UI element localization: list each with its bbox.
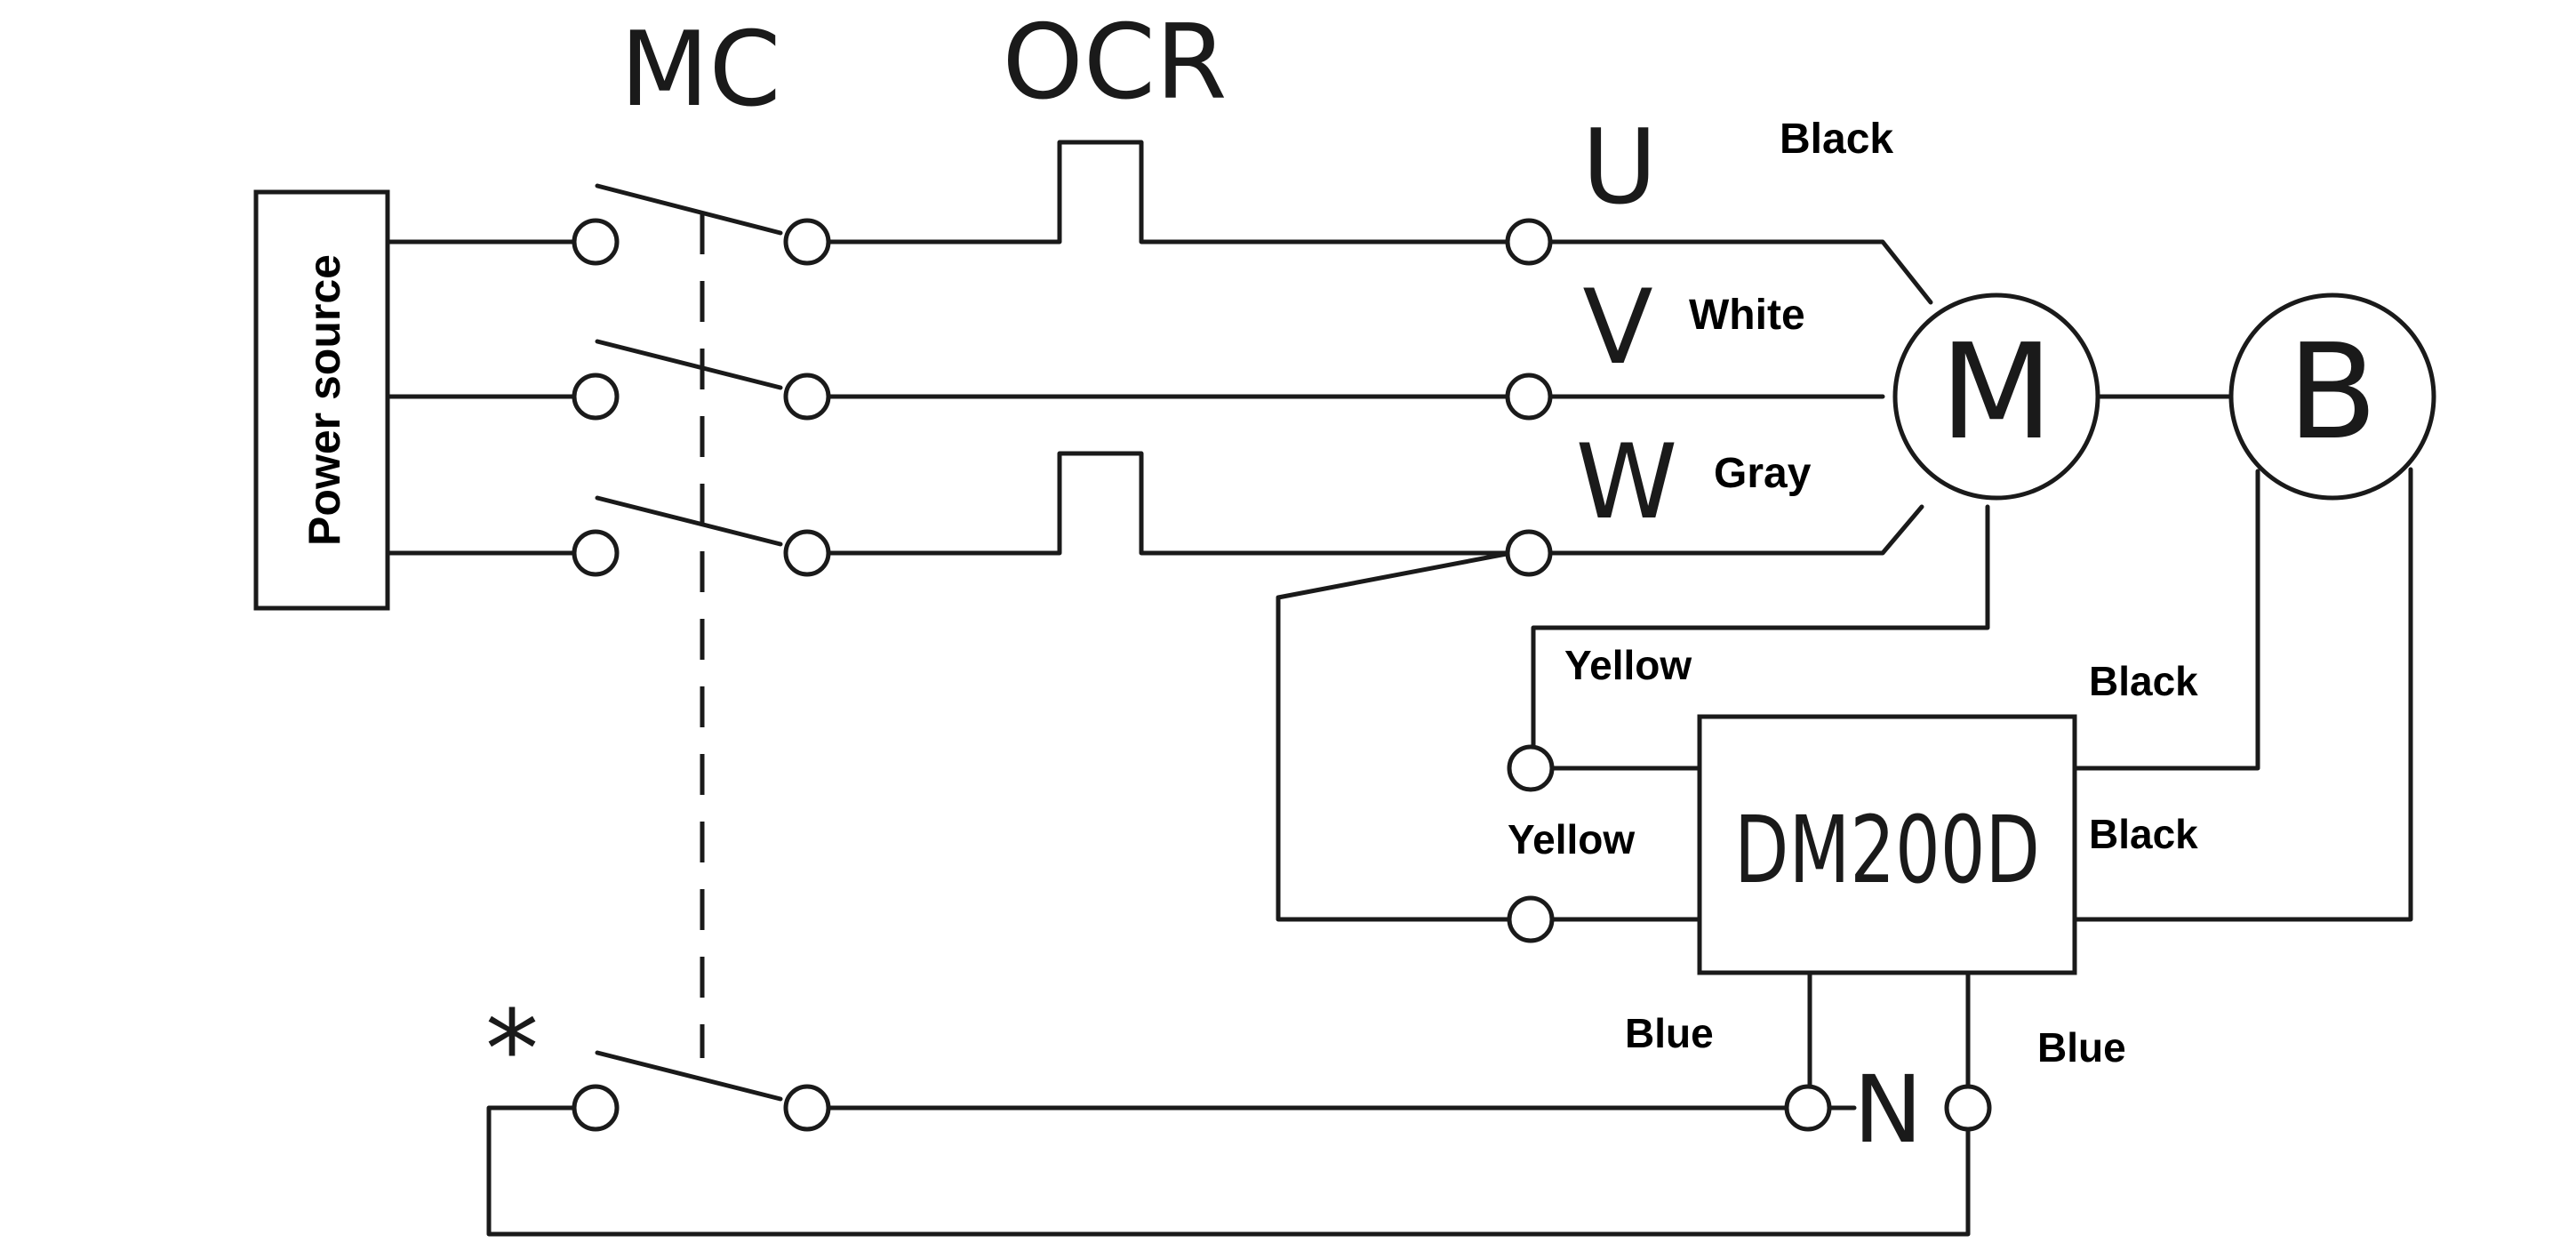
wire-black-top-out — [2072, 469, 2260, 771]
blue-right-label: Blue — [2037, 1024, 2126, 1071]
color-w-label: Gray — [1714, 450, 1812, 497]
motor-symbol — [1892, 293, 2100, 501]
terminal-v — [1505, 373, 1553, 421]
power-source-box — [253, 189, 390, 611]
yellow-bottom-label: Yellow — [1508, 816, 1635, 862]
terminal-dm-yellow-top — [1507, 744, 1555, 792]
phase-v-label: V — [1582, 268, 1652, 388]
phase-line-w — [385, 451, 1924, 556]
black-top-label: Black — [2089, 658, 2198, 704]
power-source-label: Power source — [300, 254, 349, 546]
control-line-return — [486, 1105, 1971, 1237]
mc-label: MC — [620, 10, 780, 130]
terminal-mc-in-2 — [572, 373, 620, 421]
terminal-mc-out-3 — [783, 529, 831, 577]
black-bottom-label: Black — [2089, 811, 2198, 857]
motor-label: M — [1940, 316, 2053, 469]
wire-black-bottom-out — [2072, 467, 2413, 922]
wire-w-to-dm200d — [1276, 550, 1516, 922]
phase-u-label: U — [1582, 108, 1658, 228]
terminal-u — [1505, 218, 1553, 266]
brake-symbol — [2228, 293, 2436, 501]
terminal-n-right — [1944, 1084, 1992, 1132]
terminal-mc-in-3 — [572, 529, 620, 577]
color-u-label: Black — [1780, 116, 1893, 163]
mc-contact-3 — [595, 495, 783, 547]
brake-label: B — [2287, 316, 2378, 469]
terminal-mc-out-aux — [783, 1084, 831, 1132]
phase-w-label: W — [1576, 422, 1678, 542]
color-v-label: White — [1689, 292, 1805, 339]
mc-contact-aux — [595, 1050, 783, 1102]
phase-line-u — [385, 140, 1933, 305]
terminal-mc-out-1 — [783, 218, 831, 266]
terminal-mc-in-aux — [572, 1084, 620, 1132]
asterisk-label: * — [485, 989, 539, 1112]
dm200d-box — [1697, 714, 2077, 975]
terminal-mc-out-2 — [783, 373, 831, 421]
neutral-label: N — [1853, 1055, 1923, 1164]
blue-left-label: Blue — [1625, 1010, 1714, 1056]
yellow-top-label: Yellow — [1564, 642, 1692, 688]
dm200d-label: DM200D — [1734, 796, 2040, 904]
mc-contact-2 — [595, 339, 783, 390]
mc-contact-1 — [595, 183, 783, 236]
terminal-dm-yellow-bottom — [1507, 895, 1555, 943]
ocr-label: OCR — [1003, 3, 1228, 123]
terminal-n-left — [1784, 1084, 1832, 1132]
terminal-mc-in-1 — [572, 218, 620, 266]
terminal-w — [1505, 529, 1553, 577]
